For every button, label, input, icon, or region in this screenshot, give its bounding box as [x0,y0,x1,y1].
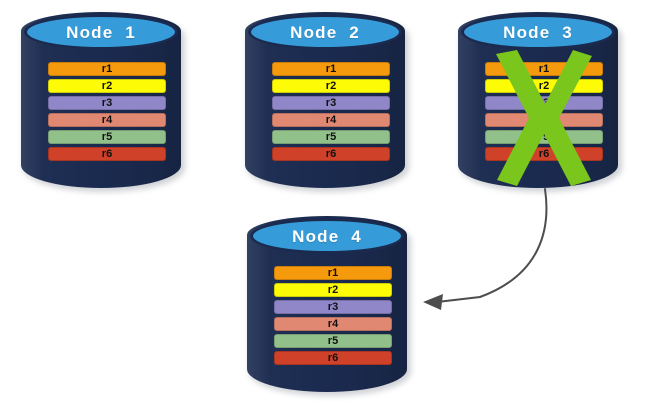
replica-bar-r5[interactable]: r5 [48,130,166,144]
cylinder-top-ellipse [248,14,402,50]
cylinder-top-ellipse [24,14,178,50]
replica-bar-r1[interactable]: r1 [272,62,390,76]
node-1[interactable]: Node 1 r1 r2 r3 r4 r5 r6 [18,6,188,196]
replica-bar-r5[interactable]: r5 [485,130,603,144]
cylinder-top-ellipse [461,14,615,50]
replica-bar-r5[interactable]: r5 [274,334,392,348]
replica-bar-r4[interactable]: r4 [485,113,603,127]
replica-bar-r1[interactable]: r1 [485,62,603,76]
node-2[interactable]: Node 2 r1 r2 r3 r4 r5 r6 [242,6,412,196]
node-4[interactable]: Node 4 r1 r2 r3 r4 r5 r6 [244,210,414,400]
replica-bar-r3[interactable]: r3 [48,96,166,110]
replica-bar-r2[interactable]: r2 [485,79,603,93]
replica-bar-r6[interactable]: r6 [274,351,392,365]
node-1-replica-list: r1 r2 r3 r4 r5 r6 [48,62,166,161]
replica-bar-r6[interactable]: r6 [48,147,166,161]
replica-bar-r6[interactable]: r6 [485,147,603,161]
replica-bar-r5[interactable]: r5 [272,130,390,144]
node-3[interactable]: Node 3 r1 r2 r3 r4 r5 r6 [455,6,625,196]
node-2-label: Node 2 [290,23,360,42]
cylinder-top-ellipse [250,218,404,254]
replica-bar-r2[interactable]: r2 [274,283,392,297]
replica-bar-r3[interactable]: r3 [272,96,390,110]
node-3-label: Node 3 [503,23,573,42]
replica-bar-r1[interactable]: r1 [48,62,166,76]
replica-bar-r1[interactable]: r1 [274,266,392,280]
replica-bar-r6[interactable]: r6 [272,147,390,161]
replica-bar-r3[interactable]: r3 [274,300,392,314]
node-4-replica-list: r1 r2 r3 r4 r5 r6 [274,266,392,365]
replica-bar-r2[interactable]: r2 [48,79,166,93]
node-4-label: Node 4 [292,227,362,246]
replica-bar-r3[interactable]: r3 [485,96,603,110]
replica-bar-r4[interactable]: r4 [274,317,392,331]
arrow-head-icon [423,294,443,310]
replica-bar-r4[interactable]: r4 [48,113,166,127]
arrow-node3-to-node4 [423,188,548,310]
node-3-replica-list: r1 r2 r3 r4 r5 r6 [485,62,603,161]
node-2-replica-list: r1 r2 r3 r4 r5 r6 [272,62,390,161]
replica-bar-r4[interactable]: r4 [272,113,390,127]
node-1-label: Node 1 [66,23,136,42]
replica-bar-r2[interactable]: r2 [272,79,390,93]
